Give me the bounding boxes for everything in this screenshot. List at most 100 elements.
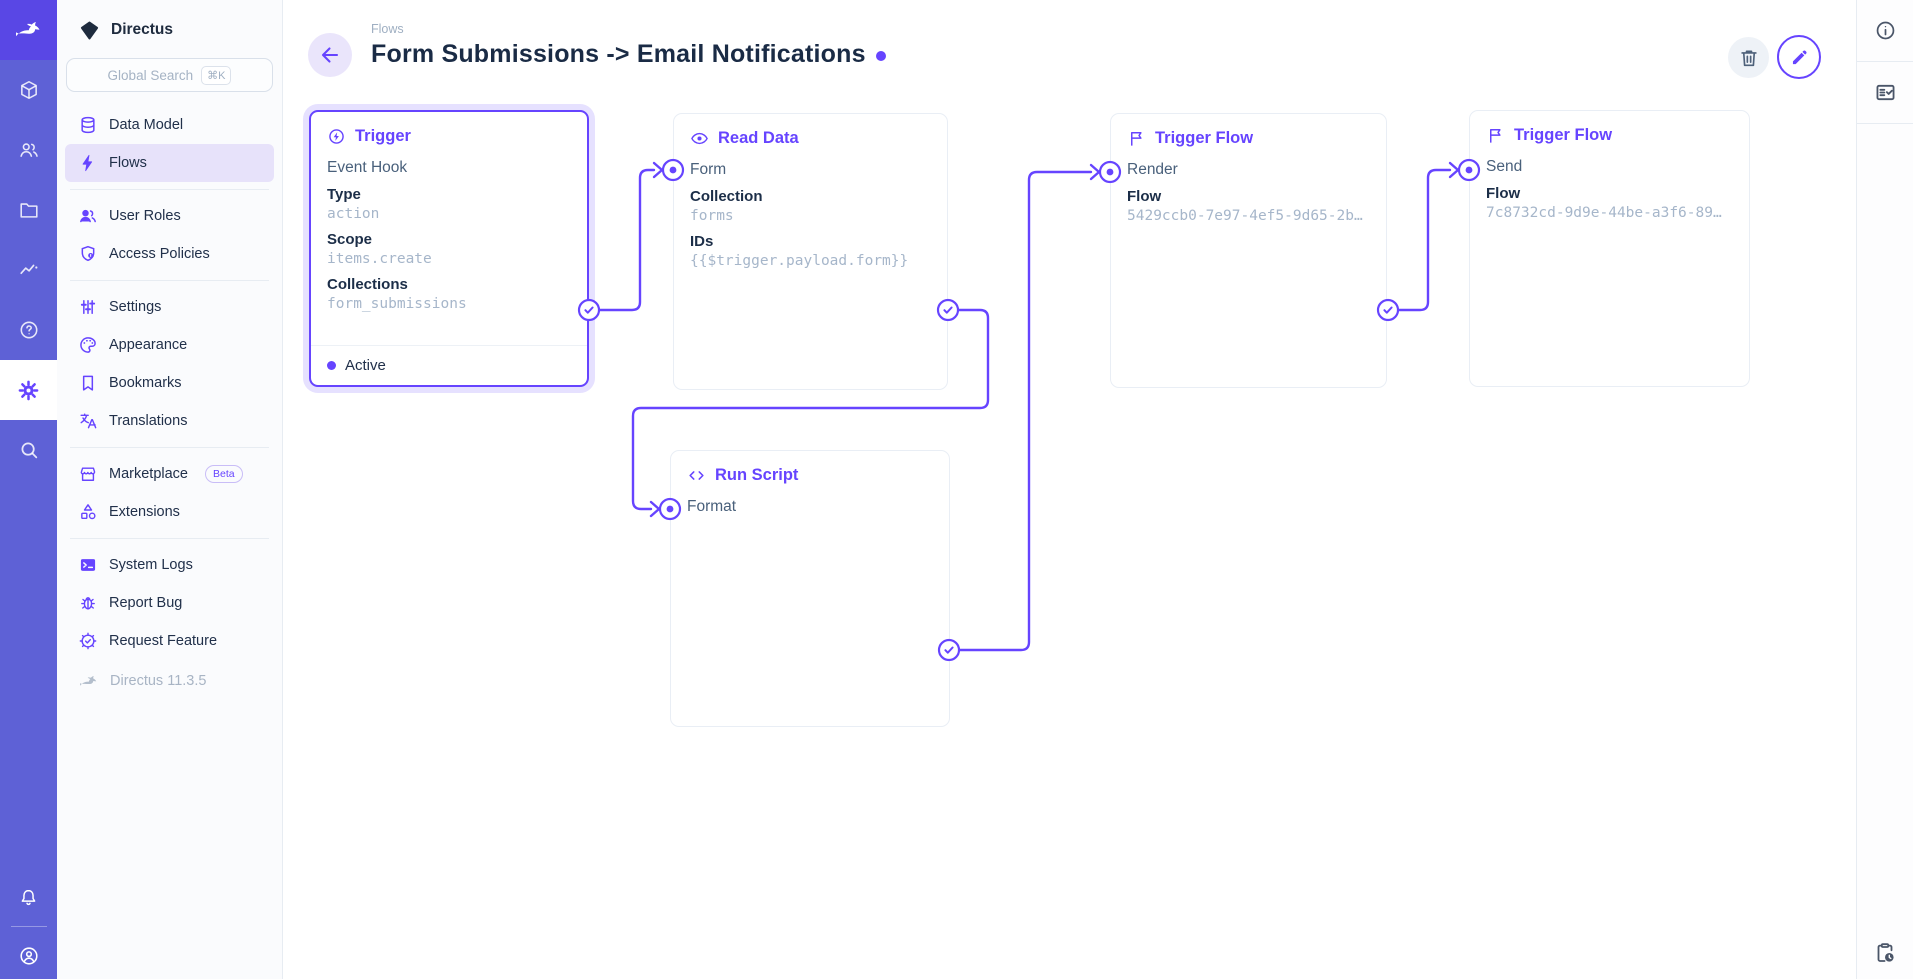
shield-lock-icon: [78, 244, 98, 264]
cube-icon: [18, 79, 40, 101]
settings-module-button[interactable]: [0, 360, 57, 420]
sidebar-item-appearance[interactable]: Appearance: [65, 326, 274, 364]
sidebar-item-label: Extensions: [109, 504, 180, 520]
help-icon: [18, 319, 40, 341]
arrowhead-icon: [649, 500, 661, 518]
folder-icon: [18, 199, 40, 221]
content-module-button[interactable]: [0, 60, 57, 120]
node-type-label: Run Script: [715, 466, 799, 484]
user-menu-button[interactable]: [0, 933, 57, 979]
search-module-button[interactable]: [0, 420, 57, 480]
terminal-icon: [78, 555, 98, 575]
page-title: Form Submissions -> Email Notifications: [371, 40, 866, 68]
sidebar-item-label: Translations: [109, 413, 188, 429]
sidebar-divider: [70, 280, 269, 281]
node-name: Format: [687, 498, 737, 515]
node-trigger-flow-render[interactable]: Trigger Flow Render Flow 5429ccb0-7e97-4…: [1110, 113, 1387, 388]
node-type-row: Trigger: [311, 112, 587, 146]
node-read-data[interactable]: Read Data Form Collection forms IDs {{$t…: [673, 113, 948, 390]
node-trigger[interactable]: Trigger Event Hook Type action Scope ite…: [309, 110, 589, 387]
rail-divider: [10, 926, 47, 927]
back-button[interactable]: [308, 33, 352, 77]
database-icon: [78, 115, 98, 135]
info-icon: [1874, 19, 1897, 42]
sidebar-divider: [70, 447, 269, 448]
pencil-icon: [1789, 47, 1810, 68]
node-type-label: Read Data: [718, 129, 799, 147]
logs-panel-button[interactable]: [1857, 62, 1913, 124]
flow-canvas: Flows Form Submissions -> Email Notifica…: [283, 0, 1856, 979]
project-logo-icon: [79, 20, 100, 41]
project-row[interactable]: Directus: [57, 8, 282, 52]
palette-icon: [78, 335, 98, 355]
delete-flow-button[interactable]: [1728, 37, 1769, 78]
sidebar-item-label: Flows: [109, 155, 147, 171]
arrowhead-icon: [1448, 161, 1460, 179]
breadcrumb[interactable]: Flows: [371, 22, 404, 36]
directus-rabbit-icon: [13, 18, 45, 42]
insights-module-button[interactable]: [0, 240, 57, 300]
node-name: Form: [690, 161, 727, 178]
field-label: Collection: [690, 188, 763, 205]
bell-icon: [18, 887, 39, 908]
eye-icon: [690, 129, 709, 148]
sidebar-item-system-logs[interactable]: System Logs: [65, 546, 274, 584]
field-label: Type: [327, 186, 361, 203]
status-dot-icon: [875, 51, 886, 61]
search-placeholder: Global Search: [107, 67, 194, 83]
field-value: 7c8732cd-9d9e-44be-a3f6-89…: [1486, 205, 1722, 221]
node-name: Event Hook: [327, 159, 408, 176]
sidebar-item-extensions[interactable]: Extensions: [65, 493, 274, 531]
directus-logo-tile[interactable]: [0, 0, 57, 60]
field-label: Flow: [1127, 188, 1162, 205]
chart-line-icon: [18, 259, 40, 281]
project-name: Directus: [111, 21, 174, 38]
node-type-label: Trigger: [355, 127, 411, 145]
seal-check-icon: [78, 631, 98, 651]
field-value: action: [327, 206, 380, 222]
global-search-input[interactable]: Global Search ⌘K: [66, 58, 273, 92]
version-row: Directus 11.3.5: [65, 662, 274, 700]
field-value: form_submissions: [327, 296, 467, 312]
pending-revisions-button[interactable]: [1857, 941, 1913, 965]
sidebar-item-user-roles[interactable]: User Roles: [65, 197, 274, 235]
field-label: Collections: [327, 276, 408, 293]
sidebar-item-flows[interactable]: Flows: [65, 144, 274, 182]
node-trigger-flow-send[interactable]: Trigger Flow Send Flow 7c8732cd-9d9e-44b…: [1469, 110, 1750, 387]
node-name: Render: [1127, 161, 1178, 178]
info-panel-button[interactable]: [1857, 0, 1913, 62]
notifications-button[interactable]: [0, 874, 57, 920]
field-value: forms: [690, 208, 734, 224]
module-bar: [0, 0, 57, 979]
trash-icon: [1738, 47, 1760, 69]
sidebar-item-label: Data Model: [109, 117, 184, 133]
sidebar-item-label: Bookmarks: [109, 375, 182, 391]
sidebar-item-request-feature[interactable]: Request Feature: [65, 622, 274, 660]
sidebar-item-marketplace[interactable]: Marketplace Beta: [65, 455, 274, 493]
sidebar-item-data-model[interactable]: Data Model: [65, 106, 274, 144]
edit-flow-button[interactable]: [1777, 35, 1821, 79]
users-module-button[interactable]: [0, 120, 57, 180]
beta-badge: Beta: [204, 465, 243, 483]
node-run-script[interactable]: Run Script Format: [670, 450, 950, 727]
sidebar-item-translations[interactable]: Translations: [65, 402, 274, 440]
translate-icon: [78, 411, 98, 431]
help-module-button[interactable]: [0, 300, 57, 360]
active-dot-icon: [327, 361, 336, 370]
code-icon: [687, 466, 706, 485]
sidebar-item-settings[interactable]: Settings: [65, 288, 274, 326]
sidebar-item-label: Access Policies: [109, 246, 210, 262]
node-status-footer: Active: [311, 345, 587, 385]
wire-trigger-to-read-data: [597, 168, 656, 312]
sidebar-item-access-policies[interactable]: Access Policies: [65, 235, 274, 273]
files-module-button[interactable]: [0, 180, 57, 240]
bug-icon: [78, 593, 98, 613]
trigger-bolt-icon: [327, 127, 346, 146]
title-row: Form Submissions -> Email Notifications: [371, 40, 886, 69]
flag-icon: [1486, 126, 1505, 145]
sidebar-item-report-bug[interactable]: Report Bug: [65, 584, 274, 622]
sidebar-item-label: Appearance: [109, 337, 188, 353]
sidebar-item-bookmarks[interactable]: Bookmarks: [65, 364, 274, 402]
field-value: 5429ccb0-7e97-4ef5-9d65-2b…: [1127, 208, 1363, 224]
arrow-left-icon: [318, 43, 342, 67]
